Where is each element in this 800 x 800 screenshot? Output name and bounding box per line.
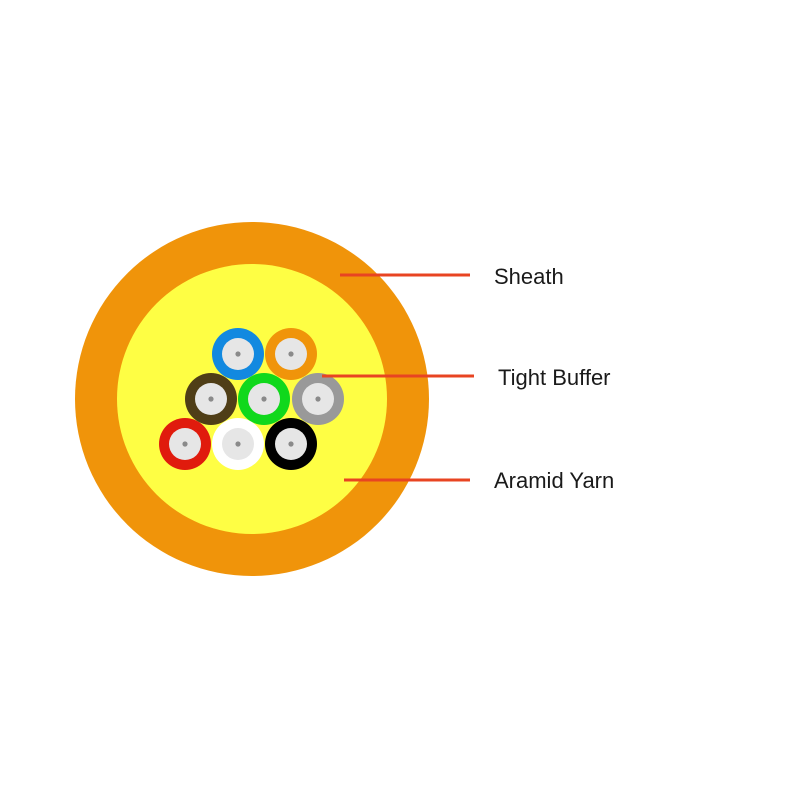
aramid-yarn-label: Aramid Yarn	[494, 468, 614, 493]
fiber-core-dot-brown	[208, 396, 214, 402]
fiber-core-dot-white	[235, 441, 241, 447]
fiber-core-dot-green	[261, 396, 267, 402]
fiber-red	[159, 418, 211, 470]
fiber-core-dot-blue	[235, 351, 241, 357]
fiber-white	[212, 418, 264, 470]
fiber-core-dot-red	[182, 441, 188, 447]
fiber-orange	[265, 328, 317, 380]
tight-buffer-label: Tight Buffer	[498, 365, 611, 390]
fiber-core-dot-orange	[288, 351, 294, 357]
fiber-core-dot-black	[288, 441, 294, 447]
fiber-black	[265, 418, 317, 470]
tight-buffer-fibers	[159, 328, 344, 470]
fiber-brown	[185, 373, 237, 425]
sheath-label: Sheath	[494, 264, 564, 289]
fiber-blue	[212, 328, 264, 380]
fiber-gray	[292, 373, 344, 425]
fiber-core-dot-gray	[315, 396, 321, 402]
fiber-green	[238, 373, 290, 425]
